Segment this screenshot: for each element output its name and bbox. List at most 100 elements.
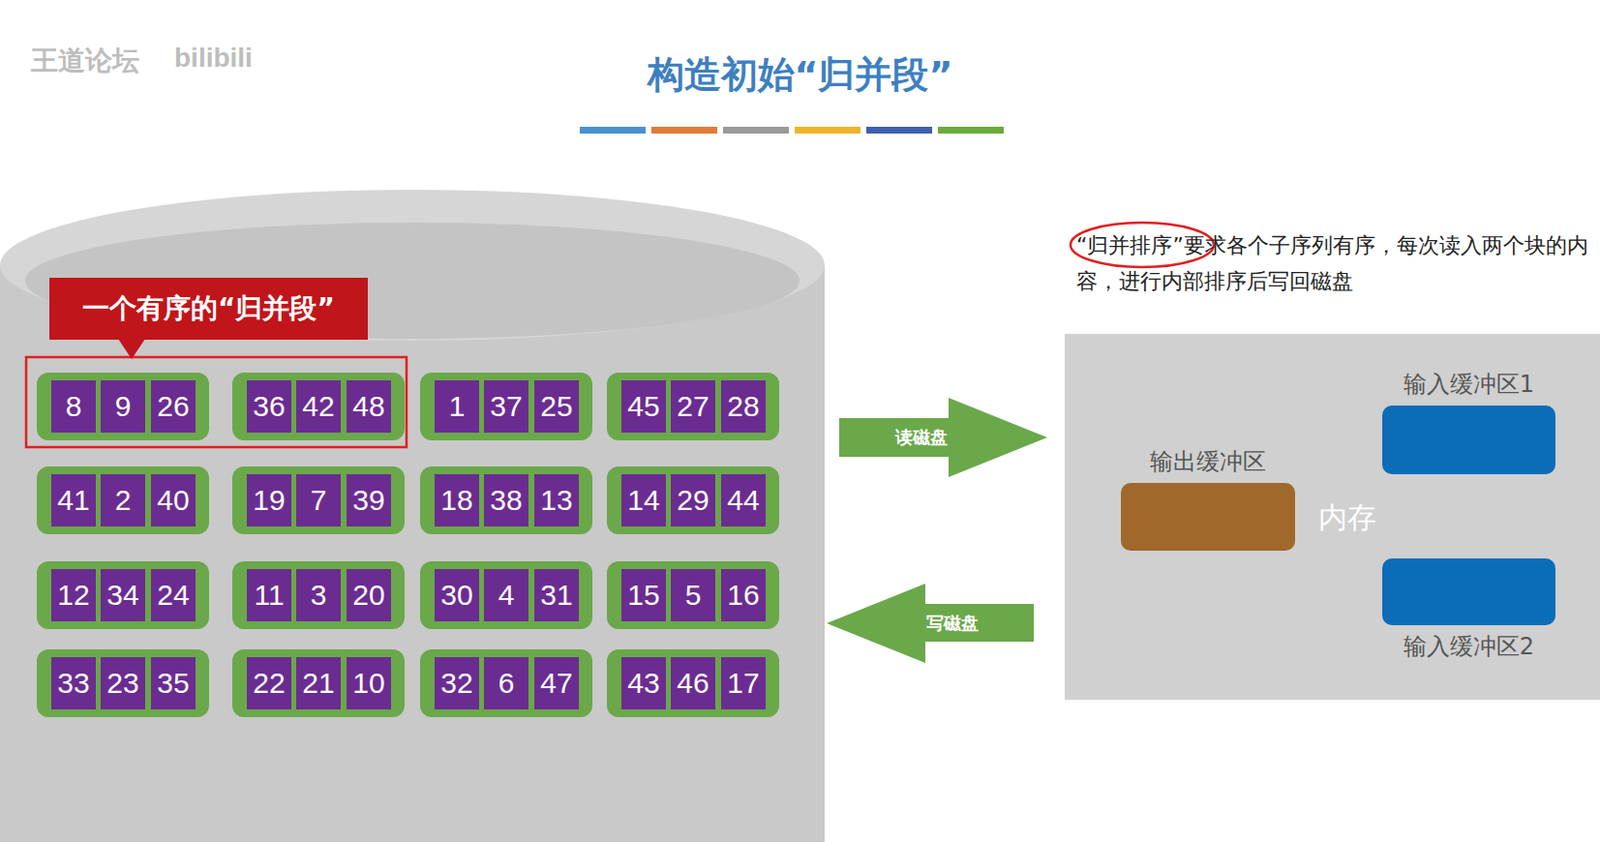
number-text: 28 xyxy=(726,390,759,423)
disk-block xyxy=(36,372,780,718)
number-cell: 40 xyxy=(150,474,196,527)
number-cell: 20 xyxy=(346,569,392,622)
number-text: 36 xyxy=(252,390,285,423)
number-cell: 23 xyxy=(100,657,146,710)
number-text: 31 xyxy=(540,578,573,612)
number-cell: 38 xyxy=(483,474,529,527)
callout-text: 一个有序的“归并段” xyxy=(82,290,335,328)
buffer-box: 输出缓冲区 xyxy=(1120,483,1296,551)
number-text: 14 xyxy=(627,483,660,517)
number-text: 46 xyxy=(676,666,709,700)
number-text: 17 xyxy=(726,666,759,700)
number-text: 40 xyxy=(156,483,189,517)
number-cell: 14 xyxy=(621,474,666,527)
number-text: 23 xyxy=(106,666,139,700)
number-text: 33 xyxy=(57,666,90,700)
number-text: 5 xyxy=(685,578,702,612)
number-text: 43 xyxy=(627,666,660,700)
number-cell: 22 xyxy=(246,657,292,710)
number-cell: 43 xyxy=(621,657,666,710)
number-cell: 27 xyxy=(670,380,716,433)
number-cell: 16 xyxy=(721,569,766,622)
number-text: 41 xyxy=(57,483,90,517)
number-cell: 31 xyxy=(534,569,579,622)
number-cell: 12 xyxy=(51,569,96,622)
number-cell: 19 xyxy=(246,474,292,527)
number-text: 9 xyxy=(115,390,132,423)
number-text: 44 xyxy=(726,483,759,517)
number-text: 18 xyxy=(440,483,473,517)
number-cell: 45 xyxy=(621,380,666,433)
number-text: 10 xyxy=(352,666,385,700)
number-cell: 37 xyxy=(483,380,529,433)
arrow-shape: 读磁盘 xyxy=(839,397,1048,478)
number-cell: 32 xyxy=(434,657,480,710)
number-text: 34 xyxy=(106,578,139,612)
number-text: 7 xyxy=(310,483,328,517)
arrow-label: 读磁盘 xyxy=(858,425,985,450)
number-cell: 2 xyxy=(100,474,146,527)
number-text: 19 xyxy=(252,483,285,517)
number-text: 27 xyxy=(676,390,709,423)
number-cell: 15 xyxy=(621,569,666,622)
number-text: 39 xyxy=(352,483,385,517)
number-text: 47 xyxy=(540,666,573,700)
buffer-label: 输入缓冲区2 xyxy=(1353,631,1585,663)
number-cell: 24 xyxy=(150,569,196,622)
memory-label: 内存 xyxy=(1318,498,1377,539)
number-cell: 48 xyxy=(346,380,392,433)
number-cell: 46 xyxy=(670,657,716,710)
number-cell: 18 xyxy=(434,474,480,527)
number-text: 20 xyxy=(352,578,385,612)
number-cell: 33 xyxy=(51,657,96,710)
arrow-shape: 写磁盘 xyxy=(826,583,1034,664)
number-text: 35 xyxy=(156,666,189,700)
buffer-box: 输入缓冲区1 xyxy=(1382,405,1556,475)
disk-cylinder xyxy=(0,189,825,842)
number-text: 29 xyxy=(676,483,709,517)
number-text: 2 xyxy=(115,483,132,517)
number-cell: 34 xyxy=(100,569,146,622)
number-text: 38 xyxy=(489,483,522,517)
number-text: 13 xyxy=(540,483,573,517)
number-text: 11 xyxy=(253,578,284,612)
number-cell: 1 xyxy=(434,380,480,433)
watermark: 王道论坛 xyxy=(30,42,140,80)
number-cell: 25 xyxy=(534,380,579,433)
buffer-box: 输入缓冲区2 xyxy=(1382,558,1556,626)
number-text: 21 xyxy=(301,666,334,700)
highlight-outline xyxy=(26,357,407,448)
arrow-label: 写磁盘 xyxy=(889,611,1016,635)
number-text: 1 xyxy=(449,390,466,423)
callout-box: 一个有序的“归并段” xyxy=(49,277,368,340)
number-text: 45 xyxy=(627,390,660,423)
number-cell: 9 xyxy=(100,380,146,433)
number-text: 25 xyxy=(540,390,573,423)
number-text: 15 xyxy=(627,578,660,612)
number-text: 32 xyxy=(440,666,473,700)
number-cell: 4 xyxy=(483,569,529,622)
number-cell: 28 xyxy=(721,380,766,433)
memory-panel: 内存输出缓冲区 输入缓冲区1 输入缓冲区2 xyxy=(1064,333,1600,700)
number-cell: 47 xyxy=(534,657,579,710)
title-bars xyxy=(579,126,1004,134)
number-text: 24 xyxy=(156,578,189,612)
number-cell: 36 xyxy=(246,380,292,433)
number-cell: 26 xyxy=(150,380,196,433)
number-cell: 11 xyxy=(246,569,292,622)
number-cell: 6 xyxy=(483,657,529,710)
number-text: 37 xyxy=(489,390,522,423)
number-cell: 10 xyxy=(346,657,392,710)
number-cell: 8 xyxy=(51,380,96,433)
number-cell: 13 xyxy=(534,474,579,527)
number-cell: 30 xyxy=(434,569,480,622)
number-cell: 21 xyxy=(296,657,341,710)
number-text: 16 xyxy=(726,578,759,612)
number-text: 30 xyxy=(440,578,473,612)
number-text: 6 xyxy=(498,666,515,700)
number-cell: 41 xyxy=(51,474,96,527)
number-text: 3 xyxy=(310,578,328,612)
number-text: 48 xyxy=(352,390,385,423)
number-cell: 44 xyxy=(721,474,766,527)
number-cell: 29 xyxy=(670,474,716,527)
